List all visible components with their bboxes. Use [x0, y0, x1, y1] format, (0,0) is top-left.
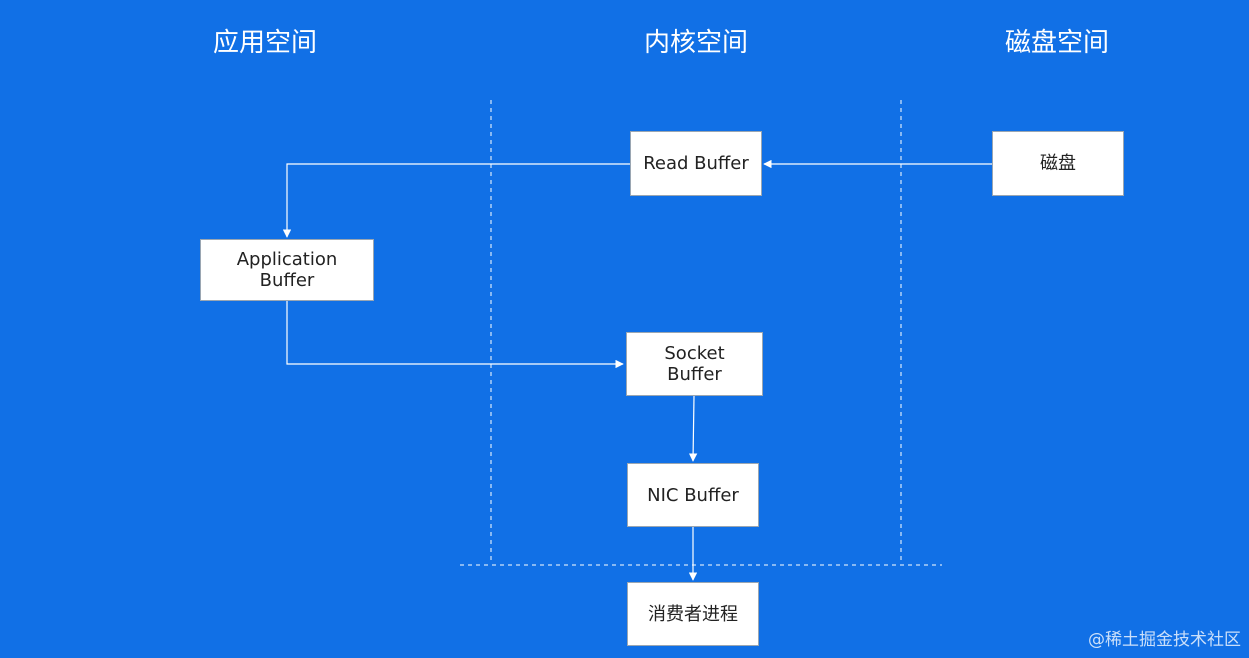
socket-buffer-box: Socket Buffer: [626, 332, 763, 396]
watermark: @稀土掘金技术社区: [1088, 630, 1241, 650]
disk-label: 磁盘: [1040, 153, 1076, 174]
read-buffer-box: Read Buffer: [630, 131, 762, 196]
arrow-application-buffer-to-socket-buffer: [286, 301, 624, 369]
arrow-socket-buffer-to-nic-buffer: [688, 395, 698, 462]
nic-buffer-box: NIC Buffer: [627, 463, 759, 527]
arrow-read-buffer-to-application-buffer: [282, 163, 630, 238]
socket-buffer-label-line1: Socket: [664, 343, 725, 364]
disk-box: 磁盘: [992, 131, 1124, 196]
application-buffer-box: Application Buffer: [200, 239, 374, 301]
nic-buffer-label: NIC Buffer: [647, 484, 739, 506]
consumer-process-box: 消费者进程: [627, 582, 759, 646]
socket-buffer-label-line2: Buffer: [667, 364, 722, 385]
application-buffer-label-line2: Buffer: [259, 270, 315, 291]
consumer-process-label: 消费者进程: [648, 603, 738, 625]
read-buffer-label: Read Buffer: [643, 153, 749, 174]
application-buffer-label-line1: Application: [236, 249, 338, 270]
disk-space-title: 磁盘空间: [1004, 28, 1109, 58]
app-space-title: 应用空间: [212, 28, 317, 58]
kernel-space-title: 内核空间: [643, 28, 748, 58]
